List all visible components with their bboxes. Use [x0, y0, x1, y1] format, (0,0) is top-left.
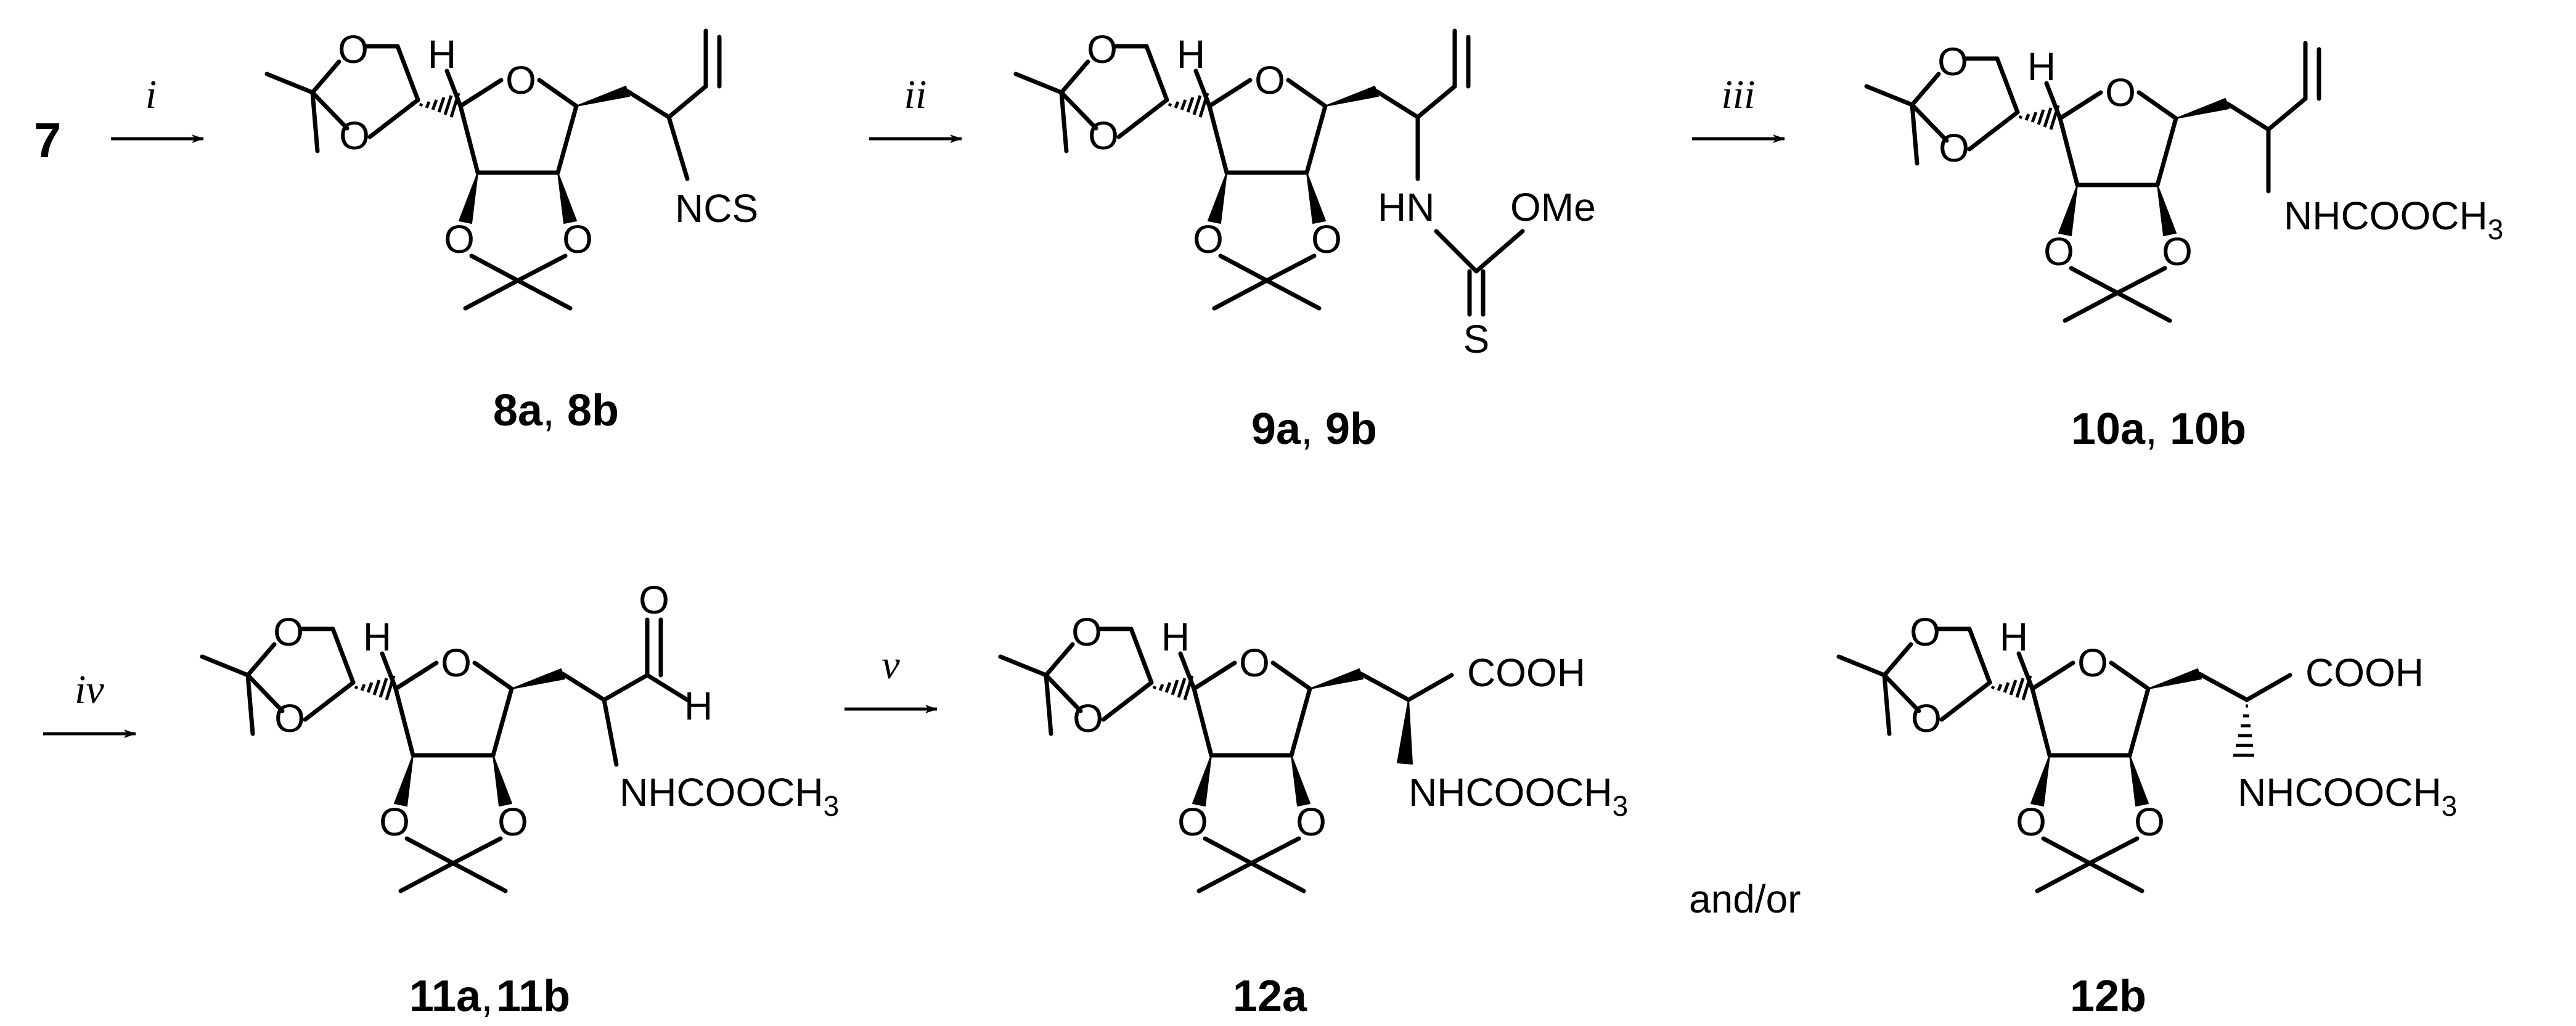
atom-o: O	[639, 578, 669, 622]
atom-cooh: COOH	[2305, 650, 2424, 695]
reagent-ii: ii	[904, 72, 927, 117]
atom-s: S	[1463, 317, 1490, 361]
label-10a: 10a	[2071, 404, 2146, 454]
atom-h: H	[684, 684, 713, 728]
start-compound-7: 7	[34, 113, 62, 168]
reagent-iii: iii	[1721, 72, 1755, 117]
atom-ome: OMe	[1510, 185, 1596, 229]
label-8a: 8a	[493, 386, 543, 435]
label-separator: ,	[1301, 404, 1313, 454]
structure-10: NHCOOCH3	[1867, 39, 2503, 321]
structure-11: O H NHCOOCH3	[202, 578, 839, 891]
atom-hn: HN	[1378, 185, 1434, 229]
reagent-i: i	[145, 72, 157, 117]
label-11b: 11b	[496, 972, 570, 1021]
atom-nhcooch3: NHCOOCH3	[1409, 770, 1628, 822]
reagent-iv: iv	[75, 667, 104, 712]
label-11a: 11a	[409, 972, 481, 1021]
atom-nhcooch3: NHCOOCH3	[2238, 770, 2457, 822]
label-separator: ,	[542, 386, 555, 435]
label-9a: 9a	[1251, 404, 1301, 454]
structure-8: NCS	[267, 27, 758, 308]
label-separator: ,	[2145, 404, 2157, 454]
structure-12b: COOH NHCOOCH3	[1839, 610, 2457, 891]
reagent-v: v	[881, 642, 900, 687]
label-separator: ,	[481, 972, 493, 1021]
structure-9: HN OMe S	[1016, 27, 1596, 361]
label-10b: 10b	[2170, 404, 2246, 454]
structure-12a: COOH NHCOOCH3	[1000, 610, 1628, 891]
label-9b: 9b	[1325, 404, 1377, 454]
and-or-text: and/or	[1689, 877, 1801, 921]
hashed-bond	[2233, 704, 2254, 757]
label-8b: 8b	[567, 386, 619, 435]
atom-cooh: COOH	[1467, 650, 1585, 695]
atom-nhcooch3: NHCOOCH3	[2284, 194, 2503, 245]
label-12b: 12b	[2070, 972, 2146, 1021]
atom-ncs: NCS	[675, 186, 758, 231]
label-12a: 12a	[1233, 972, 1307, 1021]
atom-nhcooch3: NHCOOCH3	[619, 770, 839, 822]
